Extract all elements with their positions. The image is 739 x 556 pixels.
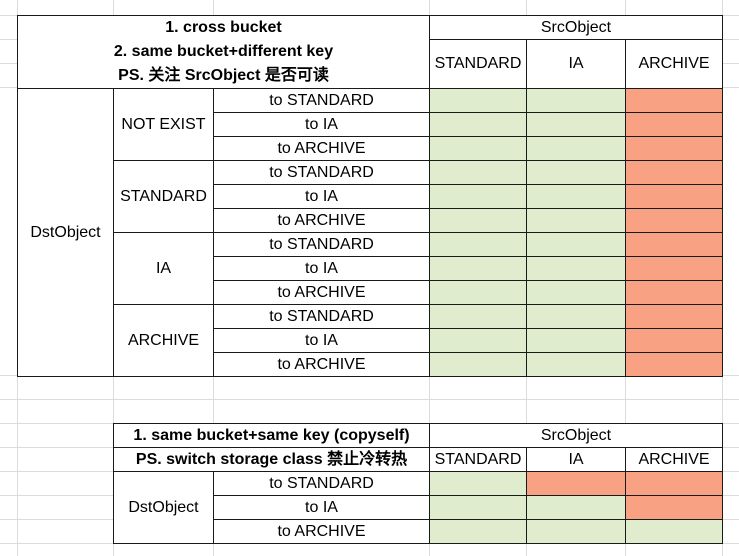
table1-allowed-cell[interactable]	[526, 232, 626, 257]
table1-dst-class-label[interactable]: STANDARD	[113, 160, 214, 233]
table2-allowed-cell[interactable]	[526, 519, 626, 544]
table1-allowed-cell[interactable]	[526, 256, 626, 281]
table1-target-label[interactable]: to ARCHIVE	[213, 136, 430, 161]
table1-src-object-header[interactable]: SrcObject	[429, 15, 723, 40]
table2-forbidden-cell[interactable]	[625, 495, 723, 520]
table1-title-line: 1. cross bucket	[165, 19, 282, 36]
table2-target-label[interactable]: to ARCHIVE	[213, 519, 430, 544]
table1-allowed-cell[interactable]	[526, 184, 626, 209]
table1-allowed-cell[interactable]	[526, 160, 626, 185]
table2-allowed-cell[interactable]	[429, 495, 527, 520]
table1-forbidden-cell[interactable]	[625, 184, 723, 209]
table1-allowed-cell[interactable]	[526, 328, 626, 353]
grid-row-line	[0, 399, 739, 400]
table2-src-class-archive[interactable]: ARCHIVE	[625, 447, 723, 472]
table2-target-label[interactable]: to IA	[213, 495, 430, 520]
table1-allowed-cell[interactable]	[429, 112, 527, 137]
table1-dst-class-label[interactable]: ARCHIVE	[113, 304, 214, 377]
table1-target-label[interactable]: to STANDARD	[213, 160, 430, 185]
table1-forbidden-cell[interactable]	[625, 304, 723, 329]
table1-target-label[interactable]: to ARCHIVE	[213, 208, 430, 233]
table1-src-class-ia[interactable]: IA	[526, 39, 626, 89]
table1-dst-class-label[interactable]: IA	[113, 232, 214, 305]
table2-target-label[interactable]: to STANDARD	[213, 471, 430, 496]
table2-forbidden-cell[interactable]	[526, 471, 626, 496]
table1-target-label[interactable]: to STANDARD	[213, 232, 430, 257]
table2-forbidden-cell[interactable]	[625, 471, 723, 496]
table1-title-line: PS. 关注 SrcObject 是否可读	[118, 67, 329, 84]
table1-forbidden-cell[interactable]	[625, 328, 723, 353]
table1-forbidden-cell[interactable]	[625, 280, 723, 305]
table1-allowed-cell[interactable]	[526, 136, 626, 161]
table1-target-label[interactable]: to IA	[213, 328, 430, 353]
table1-allowed-cell[interactable]	[429, 328, 527, 353]
table1-allowed-cell[interactable]	[429, 304, 527, 329]
table1-forbidden-cell[interactable]	[625, 112, 723, 137]
table1-allowed-cell[interactable]	[429, 208, 527, 233]
table1-target-label[interactable]: to ARCHIVE	[213, 280, 430, 305]
table1-dst-class-label[interactable]: NOT EXIST	[113, 88, 214, 161]
table1-allowed-cell[interactable]	[526, 208, 626, 233]
table1-src-class-archive[interactable]: ARCHIVE	[625, 39, 723, 89]
table1-allowed-cell[interactable]	[526, 88, 626, 113]
table1-title-cell[interactable]: 1. cross bucket 2. same bucket+different…	[17, 15, 430, 89]
table1-allowed-cell[interactable]	[429, 256, 527, 281]
table2-title-line[interactable]: PS. switch storage class 禁止冷转热	[113, 447, 430, 472]
storage-class-matrix-copyself: 1. same bucket+same key (copyself) SrcOb…	[113, 423, 723, 544]
table1-target-label[interactable]: to IA	[213, 184, 430, 209]
table2-allowed-cell[interactable]	[526, 495, 626, 520]
table1-forbidden-cell[interactable]	[625, 160, 723, 185]
table2-title-line[interactable]: 1. same bucket+same key (copyself)	[113, 423, 430, 448]
table2-allowed-cell[interactable]	[429, 471, 527, 496]
table2-src-object-header[interactable]: SrcObject	[429, 423, 723, 448]
table2-src-class-standard[interactable]: STANDARD	[429, 447, 527, 472]
table1-allowed-cell[interactable]	[429, 136, 527, 161]
table1-title-line: 2. same bucket+different key	[113, 43, 334, 60]
table1-allowed-cell[interactable]	[429, 184, 527, 209]
table1-allowed-cell[interactable]	[526, 112, 626, 137]
table2-allowed-cell[interactable]	[625, 519, 723, 544]
table1-target-label[interactable]: to IA	[213, 256, 430, 281]
table1-allowed-cell[interactable]	[429, 232, 527, 257]
table1-dst-object-header[interactable]: DstObject	[17, 88, 114, 377]
table1-src-class-standard[interactable]: STANDARD	[429, 39, 527, 89]
table2-src-class-ia[interactable]: IA	[526, 447, 626, 472]
table1-forbidden-cell[interactable]	[625, 88, 723, 113]
storage-class-matrix-cross-bucket: 1. cross bucket 2. same bucket+different…	[17, 15, 723, 377]
table1-target-label[interactable]: to IA	[213, 112, 430, 137]
table1-allowed-cell[interactable]	[429, 352, 527, 377]
table1-forbidden-cell[interactable]	[625, 208, 723, 233]
table1-allowed-cell[interactable]	[429, 280, 527, 305]
table1-allowed-cell[interactable]	[526, 352, 626, 377]
table1-allowed-cell[interactable]	[526, 280, 626, 305]
table1-forbidden-cell[interactable]	[625, 136, 723, 161]
table1-forbidden-cell[interactable]	[625, 256, 723, 281]
table2-allowed-cell[interactable]	[429, 519, 527, 544]
table1-target-label[interactable]: to ARCHIVE	[213, 352, 430, 377]
table1-allowed-cell[interactable]	[429, 160, 527, 185]
table1-forbidden-cell[interactable]	[625, 352, 723, 377]
table2-dst-object-header[interactable]: DstObject	[113, 471, 214, 544]
table1-target-label[interactable]: to STANDARD	[213, 88, 430, 113]
table1-forbidden-cell[interactable]	[625, 232, 723, 257]
table1-target-label[interactable]: to STANDARD	[213, 304, 430, 329]
table1-allowed-cell[interactable]	[429, 88, 527, 113]
table1-allowed-cell[interactable]	[526, 304, 626, 329]
